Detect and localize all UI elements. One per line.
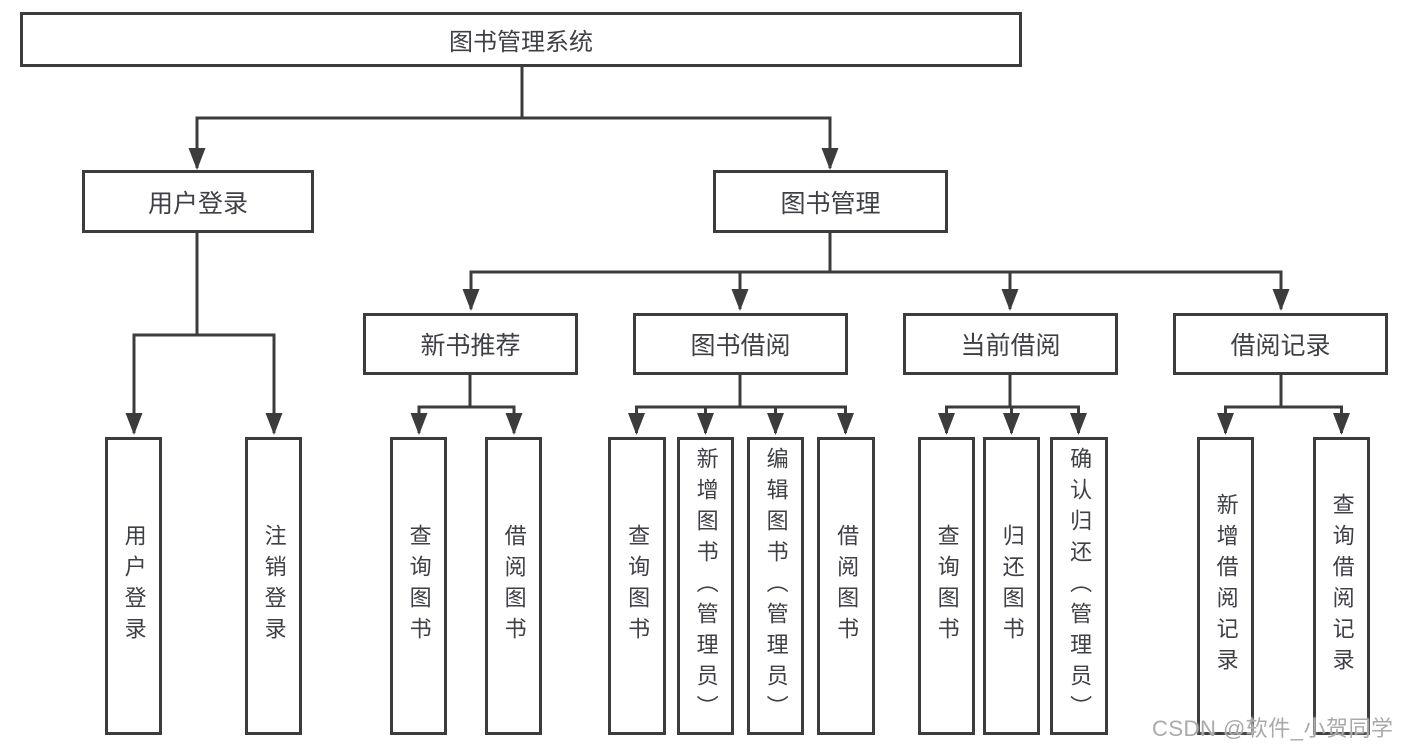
connectors-user-login (125, 230, 283, 435)
leaf-query-borrow-record-label: 查询借阅记录 (1329, 493, 1355, 679)
leaf-return-books-label: 归还图书 (999, 524, 1025, 648)
leaf-confirm-return-admin: 确认归还（管理员） (1050, 437, 1108, 735)
leaf-borrow-books-label: 借阅图书 (834, 524, 860, 648)
connectors-borrow-records (1217, 372, 1350, 435)
leaf-borrow-books-new-label: 借阅图书 (501, 524, 527, 648)
node-root: 图书管理系统 (20, 12, 1022, 67)
connectors-book-management (462, 230, 1290, 311)
connectors-current-borrow (938, 372, 1087, 435)
node-new-book-recommend: 新书推荐 (363, 313, 578, 375)
leaf-query-books-borrow-label: 查询图书 (625, 524, 651, 648)
leaf-edit-books-admin-label: 编辑图书（管理员） (763, 446, 789, 726)
node-borrow-records-label: 借阅记录 (1230, 332, 1331, 360)
leaf-add-books-admin: 新增图书（管理员） (677, 437, 734, 735)
node-borrow-records: 借阅记录 (1173, 313, 1388, 375)
leaf-logout-login: 注销登录 (245, 437, 302, 735)
leaf-query-books-borrow: 查询图书 (608, 437, 666, 735)
leaf-query-books-new: 查询图书 (390, 437, 447, 735)
leaf-return-books: 归还图书 (983, 437, 1040, 735)
node-new-book-recommend-label: 新书推荐 (420, 332, 521, 360)
leaf-confirm-return-admin-label: 确认归还（管理员） (1067, 446, 1093, 726)
leaf-query-books-new-label: 查询图书 (406, 524, 432, 648)
node-book-management: 图书管理 (713, 170, 948, 233)
node-book-borrow-label: 图书借阅 (690, 332, 791, 360)
leaf-borrow-books: 借阅图书 (817, 437, 875, 735)
connectors-root (188, 65, 839, 170)
leaf-edit-books-admin: 编辑图书（管理员） (747, 437, 804, 735)
leaf-logout-login-label: 注销登录 (261, 524, 287, 648)
node-book-borrow: 图书借阅 (633, 313, 848, 375)
node-user-login-label: 用户登录 (147, 189, 248, 218)
node-root-label: 图书管理系统 (449, 29, 593, 56)
leaf-add-books-admin-label: 新增图书（管理员） (693, 446, 719, 726)
leaf-user-login-label: 用户登录 (121, 524, 147, 648)
csdn-watermark: CSDN @软件_小贺同学 (1152, 716, 1394, 741)
leaf-add-borrow-record-label: 新增借阅记录 (1213, 493, 1239, 679)
node-user-login: 用户登录 (82, 170, 314, 233)
leaf-query-books-current: 查询图书 (918, 437, 975, 735)
leaf-query-books-current-label: 查询图书 (934, 524, 960, 648)
leaf-query-borrow-record: 查询借阅记录 (1313, 437, 1370, 735)
node-current-borrow: 当前借阅 (903, 313, 1118, 375)
connectors-book-borrow (628, 372, 854, 435)
node-current-borrow-label: 当前借阅 (960, 332, 1061, 360)
connectors-new-book-recommend (410, 372, 523, 435)
leaf-user-login: 用户登录 (105, 437, 162, 735)
node-book-management-label: 图书管理 (780, 189, 881, 218)
leaf-add-borrow-record: 新增借阅记录 (1197, 437, 1254, 735)
leaf-borrow-books-new: 借阅图书 (485, 437, 542, 735)
